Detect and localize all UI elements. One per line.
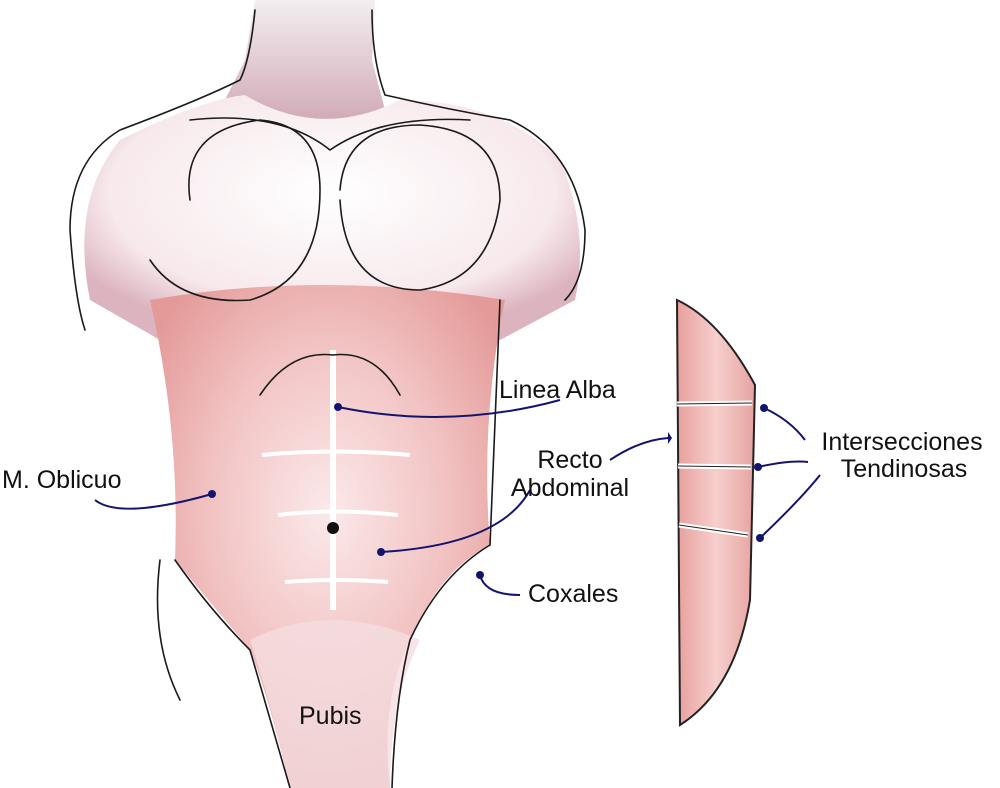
label-coxales: Coxales: [528, 580, 618, 608]
label-intersecciones: Intersecciones: [821, 428, 982, 456]
navel: [327, 522, 339, 534]
leader-lines: [94, 399, 821, 596]
label-oblicuo: M. Oblicuo: [2, 466, 121, 494]
label-recto: Recto: [537, 446, 602, 474]
rectus-abdominis-detail: [675, 298, 757, 727]
label-pubis: Pubis: [299, 702, 362, 730]
label-linea-alba: Linea Alba: [499, 376, 616, 404]
label-abdominal: Abdominal: [511, 474, 629, 502]
label-tendinosas: Tendinosas: [841, 455, 967, 483]
torso-figure: [69, 0, 586, 788]
